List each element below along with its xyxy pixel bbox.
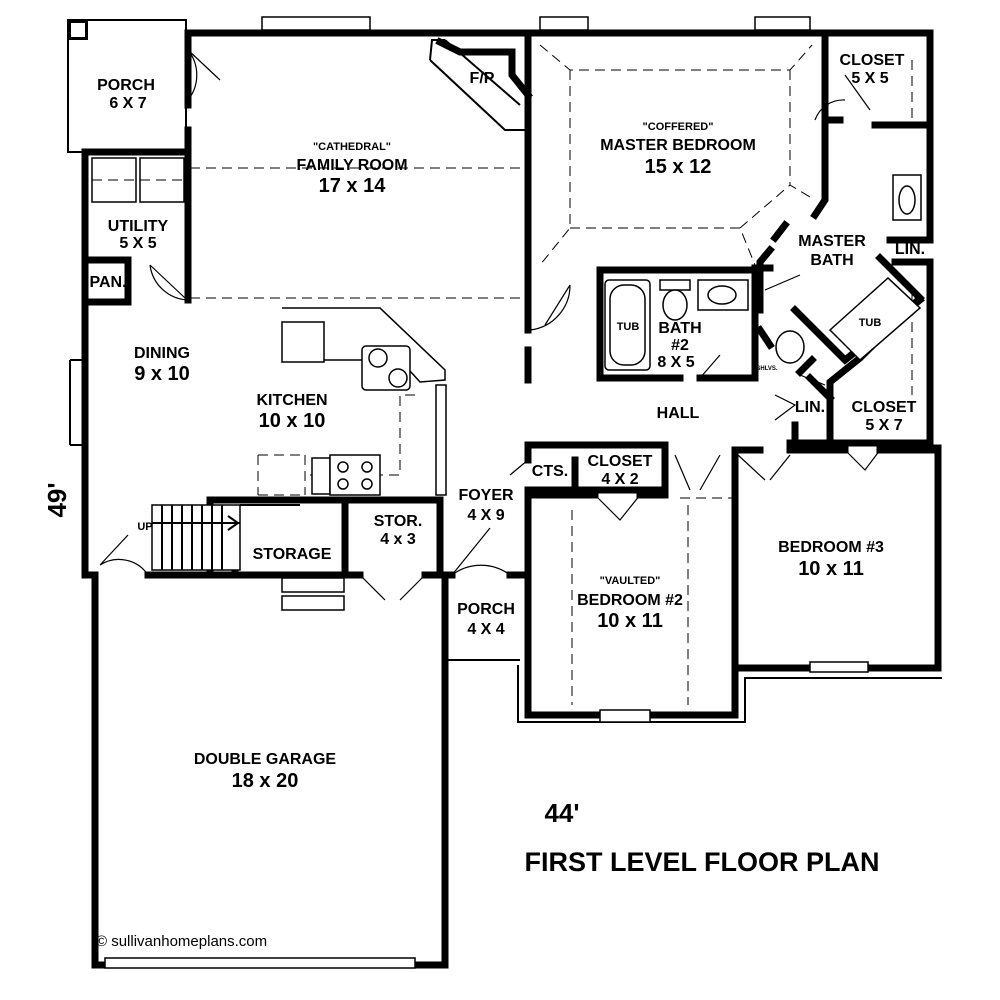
closet-bed3-name: CLOSET bbox=[852, 399, 917, 416]
kitchen-size: 10 x 10 bbox=[259, 410, 326, 432]
closet-master-size: 5 X 5 bbox=[851, 70, 888, 87]
plan-title: FIRST LEVEL FLOOR PLAN bbox=[524, 847, 879, 877]
stor-size: 4 x 3 bbox=[380, 531, 416, 548]
garage-size: 18 x 20 bbox=[232, 770, 299, 792]
tub-master-label: TUB bbox=[859, 317, 882, 329]
dashed-lines bbox=[190, 44, 913, 705]
master-bed-name: MASTER BEDROOM bbox=[600, 137, 756, 154]
lin-hall-label: LIN. bbox=[795, 399, 825, 416]
master-bath-name: MASTER bbox=[798, 233, 866, 250]
bed2-note: "VAULTED" bbox=[600, 575, 661, 587]
storage-label: STORAGE bbox=[253, 546, 332, 563]
dining-size: 9 x 10 bbox=[134, 363, 190, 385]
foyer-size: 4 X 9 bbox=[467, 507, 504, 524]
bath2-size: 8 X 5 bbox=[657, 354, 694, 371]
cts-label: CTS. bbox=[532, 463, 568, 480]
lin-master-label: LIN. bbox=[895, 241, 925, 258]
family-size: 17 x 14 bbox=[319, 175, 387, 197]
width-dimension: 44' bbox=[544, 798, 579, 828]
bed3-name: BEDROOM #3 bbox=[778, 539, 884, 556]
master-bath-name2: BATH bbox=[810, 252, 853, 269]
closet-bed2-name: CLOSET bbox=[588, 453, 653, 470]
depth-dimension: 49' bbox=[42, 482, 72, 517]
pantry-label: PAN. bbox=[89, 274, 126, 291]
shelves-label: SHLVS. bbox=[756, 366, 778, 372]
fireplace-label: F/P bbox=[470, 70, 495, 87]
kitchen-name: KITCHEN bbox=[256, 392, 327, 409]
tub-bath2-label: TUB bbox=[617, 321, 640, 333]
copyright: © sullivanhomeplans.com bbox=[96, 933, 267, 950]
room-labels: PORCH 6 X 7 "CATHEDRAL" FAMILY ROOM 17 x… bbox=[89, 52, 925, 792]
fixtures bbox=[91, 157, 922, 611]
bath2-num: #2 bbox=[671, 337, 689, 354]
windows bbox=[104, 16, 869, 969]
stor-name: STOR. bbox=[374, 513, 423, 530]
closet-bed3-size: 5 X 7 bbox=[865, 417, 902, 434]
stairs-up-label: UP bbox=[137, 521, 152, 533]
foyer-name: FOYER bbox=[458, 487, 514, 504]
bed2-size: 10 x 11 bbox=[597, 610, 663, 632]
dining-name: DINING bbox=[134, 345, 190, 362]
bed3-size: 10 x 11 bbox=[798, 558, 864, 580]
porch-back-size: 6 X 7 bbox=[109, 95, 146, 112]
hall-label: HALL bbox=[657, 405, 700, 422]
porch-back-name: PORCH bbox=[97, 77, 155, 94]
utility-name: UTILITY bbox=[108, 218, 169, 235]
bath2-name: BATH bbox=[658, 320, 701, 337]
utility-size: 5 X 5 bbox=[119, 235, 156, 252]
doors bbox=[99, 49, 881, 601]
master-bed-size: 15 x 12 bbox=[645, 156, 712, 178]
exterior-outlines bbox=[69, 359, 942, 723]
porch-front-size: 4 X 4 bbox=[467, 621, 504, 638]
family-note: "CATHEDRAL" bbox=[313, 141, 391, 153]
garage-name: DOUBLE GARAGE bbox=[194, 751, 337, 768]
bed2-name: BEDROOM #2 bbox=[577, 592, 683, 609]
master-bed-note: "COFFERED" bbox=[643, 121, 714, 133]
porch-front-name: PORCH bbox=[457, 601, 515, 618]
closet-bed2-size: 4 X 2 bbox=[601, 471, 638, 488]
family-name: FAMILY ROOM bbox=[296, 157, 407, 174]
closet-master-name: CLOSET bbox=[840, 52, 905, 69]
